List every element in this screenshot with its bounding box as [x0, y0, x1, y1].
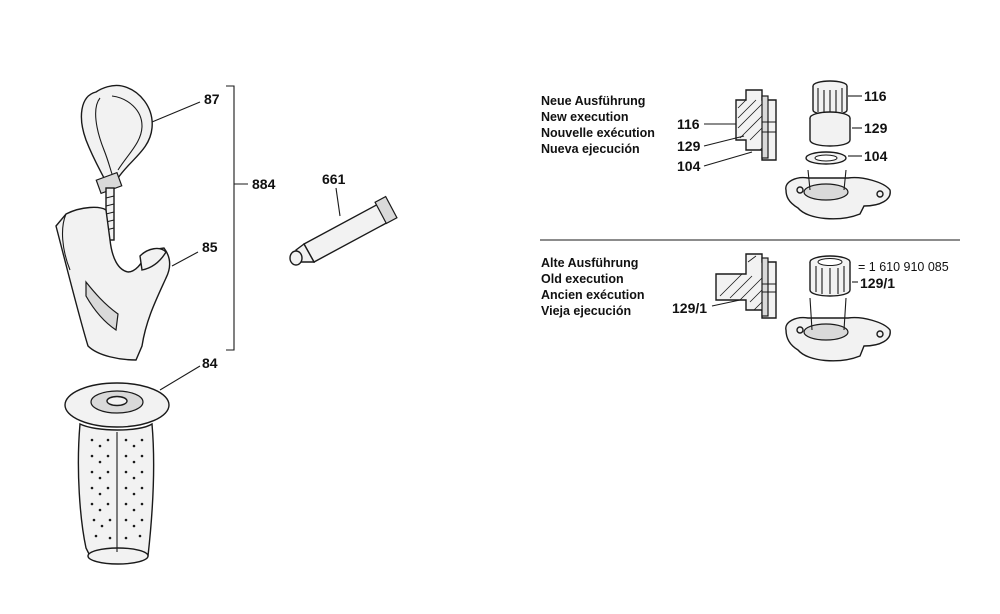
old-cross-section	[715, 253, 777, 319]
handle-bracket-85	[55, 206, 171, 361]
label-884: 884	[252, 176, 276, 192]
label-84: 84	[202, 355, 218, 371]
group-bracket	[226, 85, 248, 351]
new-version-captions: Neue Ausführung New execution Nouvelle e…	[541, 94, 655, 156]
label-old-129-1-right: 129/1	[860, 275, 895, 291]
grip-texture	[90, 438, 144, 540]
label-661: 661	[322, 171, 346, 187]
new-version-es: Nueva ejecución	[541, 142, 640, 156]
flange-old	[785, 297, 891, 362]
grip-handle-84	[64, 382, 170, 565]
label-new-129-left: 129	[677, 138, 701, 154]
needle-bearing-116	[812, 80, 848, 116]
washer-104	[805, 151, 847, 165]
label-new-116-right: 116	[864, 88, 887, 104]
new-version-de: Neue Ausführung	[541, 94, 645, 108]
label-old-129-1-left: 129/1	[672, 300, 707, 316]
label-new-104-right: 104	[864, 148, 888, 164]
new-version-en: New execution	[541, 110, 629, 124]
flange-new	[785, 169, 891, 220]
new-cross-section	[735, 89, 777, 161]
grease-tube-661	[289, 195, 398, 266]
label-87: 87	[204, 91, 220, 107]
label-old-reference: = 1 610 910 085	[858, 260, 949, 274]
new-version-fr: Nouvelle exécution	[541, 126, 655, 140]
old-version-en: Old execution	[541, 272, 624, 286]
sleeve-129	[809, 111, 851, 147]
old-version-fr: Ancien exécution	[541, 288, 645, 302]
needle-bearing-129-1	[809, 255, 851, 297]
label-85: 85	[202, 239, 218, 255]
label-new-116-left: 116	[677, 116, 700, 132]
clamp-band-87	[80, 84, 153, 241]
label-new-104-left: 104	[677, 158, 701, 174]
label-new-129-right: 129	[864, 120, 888, 136]
old-version-de: Alte Ausführung	[541, 256, 638, 270]
old-version-es: Vieja ejecución	[541, 304, 631, 318]
old-version-captions: Alte Ausführung Old execution Ancien exé…	[541, 256, 645, 318]
